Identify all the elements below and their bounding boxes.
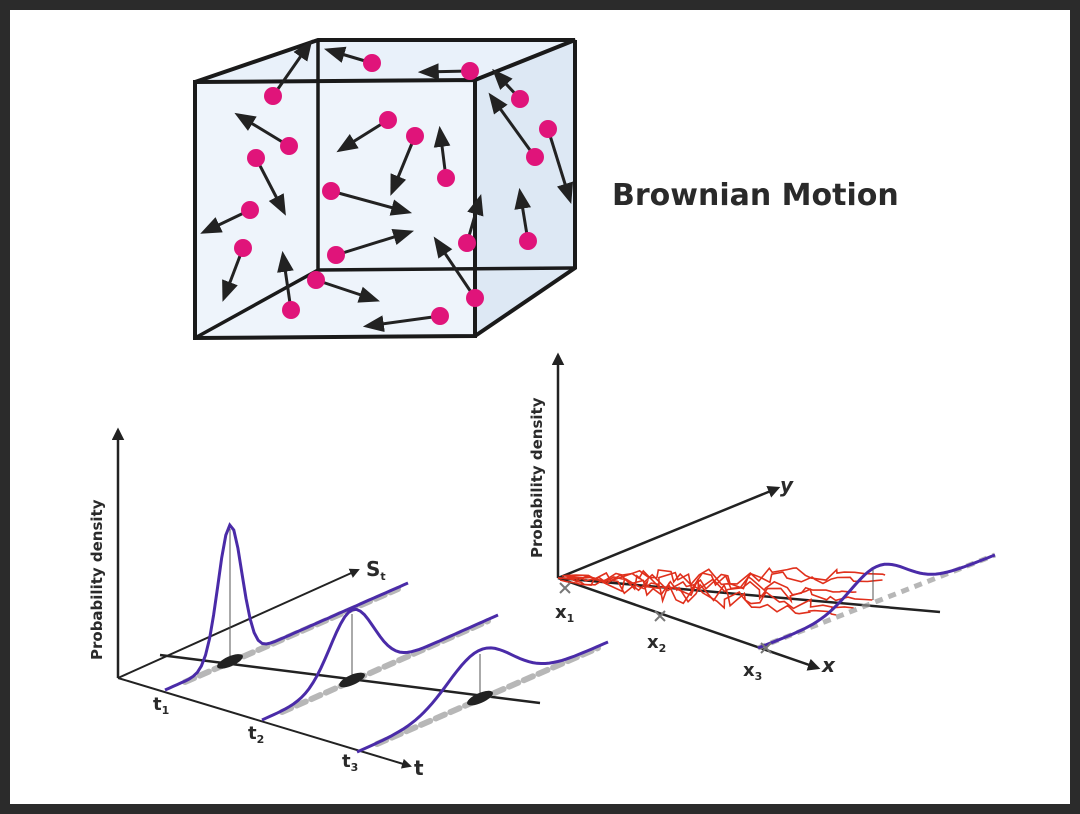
density-slice	[356, 640, 609, 754]
particle	[241, 201, 259, 219]
particle	[431, 307, 449, 325]
density-slice	[261, 607, 499, 722]
density-slice	[164, 522, 409, 692]
axis-tick	[559, 582, 571, 594]
left-tick-1: t1	[153, 694, 169, 717]
particle	[406, 127, 424, 145]
figure-title: Brownian Motion	[612, 178, 899, 213]
random-walk-path	[557, 569, 883, 592]
figure-svg: Brownian Motion Probability density St t…	[88, 38, 996, 780]
particle	[379, 111, 397, 129]
density-curve	[356, 640, 609, 754]
right-plot: Probability density y x x1 x2 x3	[528, 352, 996, 683]
particle	[264, 87, 282, 105]
right-tick-3: x3	[743, 660, 762, 683]
velocity-arrow	[488, 92, 537, 158]
particle	[526, 148, 544, 166]
brownian-cube	[193, 38, 577, 341]
axis-tick	[760, 642, 772, 654]
left-depth-axis-label: St	[366, 557, 386, 583]
right-tick-1: x1	[555, 602, 574, 625]
particle	[282, 301, 300, 319]
right-yvar-axis	[557, 486, 781, 580]
density-curve	[757, 553, 996, 650]
left-depth-axis	[117, 568, 360, 679]
left-plot: Probability density St t t1 t2 t3	[88, 427, 609, 780]
left-y-axis-label: Probability density	[88, 499, 106, 660]
velocity-arrow	[433, 236, 477, 299]
velocity-arrow	[546, 128, 574, 205]
velocity-arrow	[234, 112, 290, 148]
left-time-axis-label: t	[414, 756, 424, 780]
particle	[280, 137, 298, 155]
random-walk-path	[559, 577, 854, 610]
left-time-axis	[117, 677, 412, 769]
particle	[307, 271, 325, 289]
particle	[461, 62, 479, 80]
right-yvar-label: y	[780, 473, 794, 497]
velocity-arrow	[277, 250, 294, 311]
velocity-arrow	[362, 314, 441, 333]
random-walk-path	[564, 575, 873, 604]
velocity-arrow	[330, 189, 413, 216]
velocity-arrow	[390, 135, 417, 196]
right-xvar-label: x	[821, 653, 836, 677]
left-tick-2: t2	[248, 723, 264, 746]
right-tick-2: x2	[647, 632, 666, 655]
particle	[327, 246, 345, 264]
figure-canvas: Brownian Motion Probability density St t…	[10, 10, 1070, 804]
particle	[511, 90, 529, 108]
velocity-arrow	[315, 278, 380, 303]
velocity-arrow	[335, 228, 415, 257]
velocity-arrow	[336, 118, 389, 153]
particle	[458, 234, 476, 252]
random-walk-path	[559, 577, 837, 616]
particle	[322, 182, 340, 200]
particle	[234, 239, 252, 257]
particle	[539, 120, 557, 138]
particles	[200, 39, 574, 333]
particle	[519, 232, 537, 250]
right-x-axis	[557, 576, 821, 671]
left-tick-3: t3	[342, 751, 358, 774]
particle	[466, 289, 484, 307]
right-y-axis-label: Probability density	[528, 397, 546, 558]
velocity-arrow	[271, 39, 313, 97]
axis-tick	[654, 610, 666, 622]
particle	[363, 54, 381, 72]
velocity-arrow	[254, 157, 286, 216]
density-curve	[261, 607, 499, 722]
particle	[437, 169, 455, 187]
particle	[247, 149, 265, 167]
density-curve	[164, 522, 409, 692]
